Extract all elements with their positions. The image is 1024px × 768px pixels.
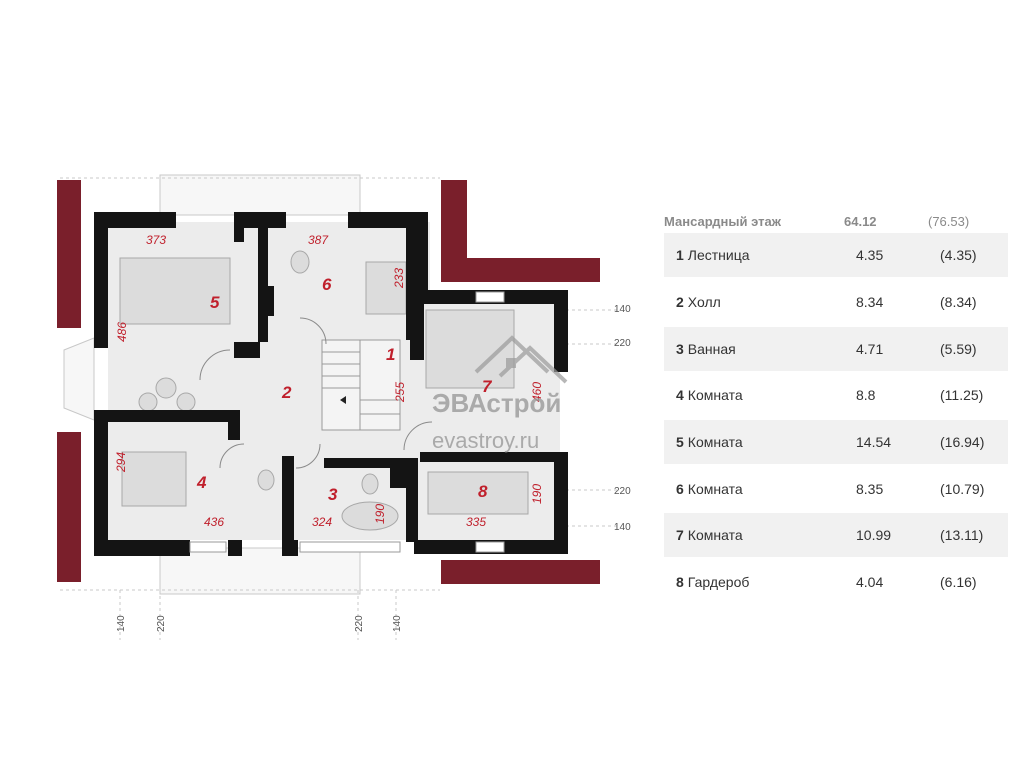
room-area: 8.35 [856,480,884,497]
dim-room4-width: 436 [204,515,224,529]
dim-room6-width: 387 [308,233,329,247]
room-area-full: (8.34) [940,294,977,311]
room-label-6: 6 [322,275,332,294]
room-area-full: (5.59) [928,326,1008,371]
dim-room3-width: 324 [312,515,332,529]
room-area: 4.71 [844,326,928,371]
room-area-full: (16.94) [928,420,1008,465]
room-label-1: 1 [386,345,395,364]
ext-dim-bottom-2: 220 [156,615,167,632]
roof-edges [57,180,600,584]
room-name: Лестница [687,247,750,264]
floor-plan: 1 2 3 4 5 6 7 8 373 387 233 486 255 460 … [57,174,631,640]
room-number: 4 [676,387,684,404]
watermark: ЭВАстрой evastroy.ru [432,335,568,453]
room-number: 7 [676,527,684,544]
room-area-full: (10.79) [940,480,985,497]
ext-dim-right-3: 220 [614,486,631,497]
room-name: Комната [687,387,743,404]
ext-dim-right-2: 220 [614,338,631,349]
dim-room6-depth: 233 [392,268,406,289]
dim-room3-depth: 190 [373,504,387,524]
house-logo-icon [474,335,568,384]
room-area: 10.99 [844,513,928,558]
ext-dim-bottom-3: 220 [354,615,365,632]
dim-room7-depth: 460 [530,382,544,402]
stairs [321,339,401,431]
room-name: Комната [687,480,743,497]
room-label-8: 8 [478,482,488,501]
room-area-full: (13.11) [928,513,1008,558]
room-name: Комната [687,434,743,451]
room-name: Гардероб [687,574,750,591]
ext-dim-bottom-4: 140 [392,615,403,632]
room-area-full: (6.16) [940,574,977,591]
door-swings [199,317,433,469]
room-number: 3 [676,340,684,357]
floor-title: Мансардный этаж [664,213,781,229]
dim-room5-width: 373 [146,233,166,247]
total-area-full: (76.53) [928,213,970,229]
room-area-full: (4.35) [928,233,1008,278]
area-table-header: Мансардный этаж 64.12 (76.53) [664,210,1008,232]
room-name: Ванная [687,340,736,357]
room-area-full: (11.25) [940,387,984,404]
room-label-5: 5 [210,293,220,312]
room-number: 1 [676,247,684,264]
room-number: 8 [676,574,684,591]
ext-dim-bottom-1: 140 [116,615,127,632]
room-area: 14.54 [844,420,928,465]
room-label-7: 7 [482,377,493,396]
room-number: 5 [676,434,684,451]
balconies [63,174,361,595]
room-label-4: 4 [196,473,207,492]
ext-dim-right-1: 140 [614,304,631,315]
guide-lines [60,177,620,640]
room-area: 8.34 [856,294,884,311]
room-name: Холл [687,294,721,311]
room-area: 4.35 [844,233,928,278]
room-number: 2 [676,294,684,311]
watermark-url: evastroy.ru [432,428,539,453]
room-number: 6 [676,480,684,497]
ext-dim-right-4: 140 [614,522,631,533]
dim-room4-depth: 294 [114,452,128,473]
room-name: Комната [687,527,743,544]
dim-room8-width: 335 [466,515,486,529]
total-area: 64.12 [844,213,877,229]
room-label-3: 3 [328,485,338,504]
room-area: 4.04 [856,574,884,591]
dim-room5-depth: 486 [115,322,129,342]
watermark-brand: ЭВАстрой [432,388,561,418]
room-area: 8.8 [856,387,876,404]
windows [189,291,505,553]
dim-room8-depth: 190 [530,484,544,504]
furniture [119,250,529,531]
dim-stair-depth: 255 [393,382,407,403]
room-label-2: 2 [281,383,292,402]
